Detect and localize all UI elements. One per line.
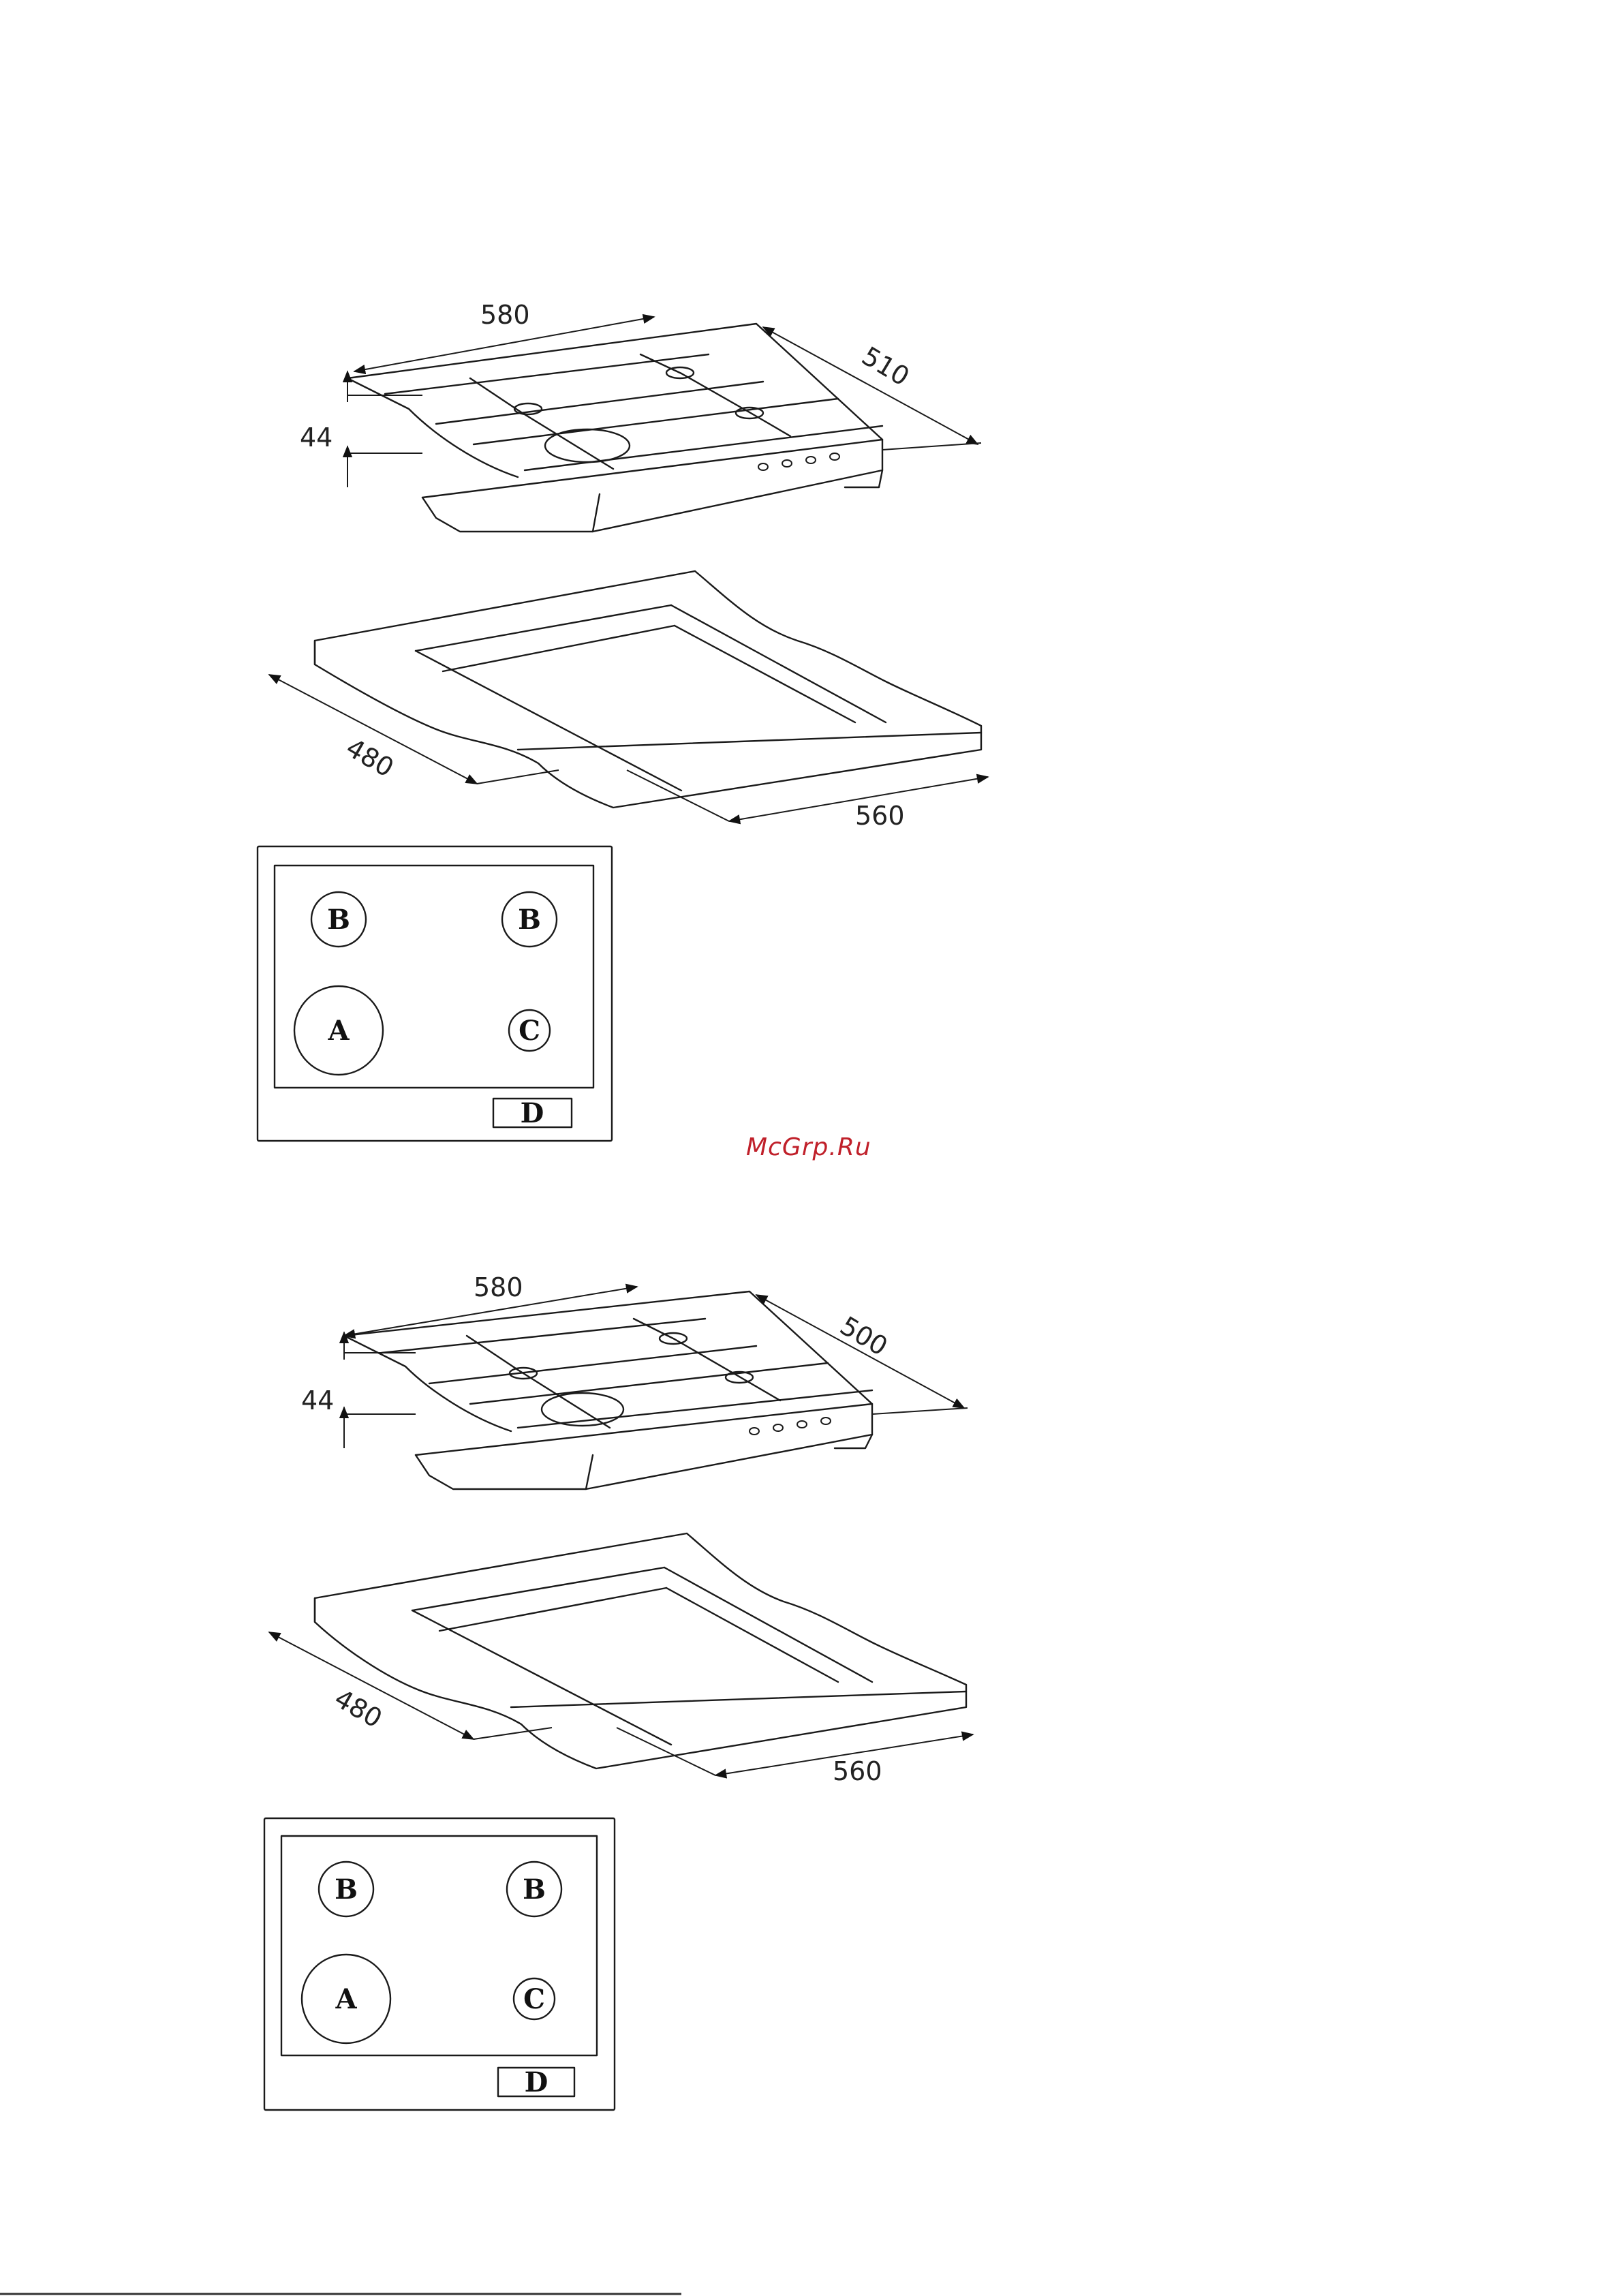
control-panel-d: D: [521, 1097, 544, 1129]
burner-layout-1: B B A C D: [258, 846, 612, 1141]
burner-b-left: B: [335, 1873, 358, 1905]
burner-b-left: B: [327, 904, 350, 936]
cutout-drawing-1: 480 560: [269, 571, 988, 831]
burner-b-right: B: [523, 1873, 546, 1905]
hob-drawing-2: 580 500 44: [301, 1272, 968, 1489]
hob-depth-label: 510: [856, 341, 914, 392]
cutout-depth-label: 480: [330, 1683, 388, 1734]
hob-height-label: 44: [301, 1386, 334, 1415]
cutout-drawing-2: 480 560: [269, 1533, 973, 1786]
figure-1: 580 510 44 480 560: [258, 300, 988, 1141]
cutout-width-label: 560: [855, 801, 905, 831]
burner-a: A: [327, 1015, 350, 1047]
hob-height-label: 44: [300, 423, 333, 453]
burner-c: C: [519, 1015, 540, 1047]
hob-width-label: 580: [480, 300, 530, 330]
hob-width-label: 580: [474, 1272, 523, 1302]
watermark: McGrp.Ru: [746, 1133, 871, 1161]
hob-drawing-1: 580 510 44: [300, 300, 981, 532]
cutout-depth-label: 480: [341, 733, 399, 783]
figure-2: 580 500 44 480 560: [264, 1272, 973, 2110]
burner-layout-2: B B A C D: [264, 1818, 615, 2110]
control-panel-d: D: [525, 2066, 548, 2098]
burner-a: A: [335, 1983, 357, 2015]
burner-c: C: [523, 1983, 545, 2015]
cutout-width-label: 560: [833, 1756, 882, 1786]
burner-b-right: B: [518, 904, 541, 936]
